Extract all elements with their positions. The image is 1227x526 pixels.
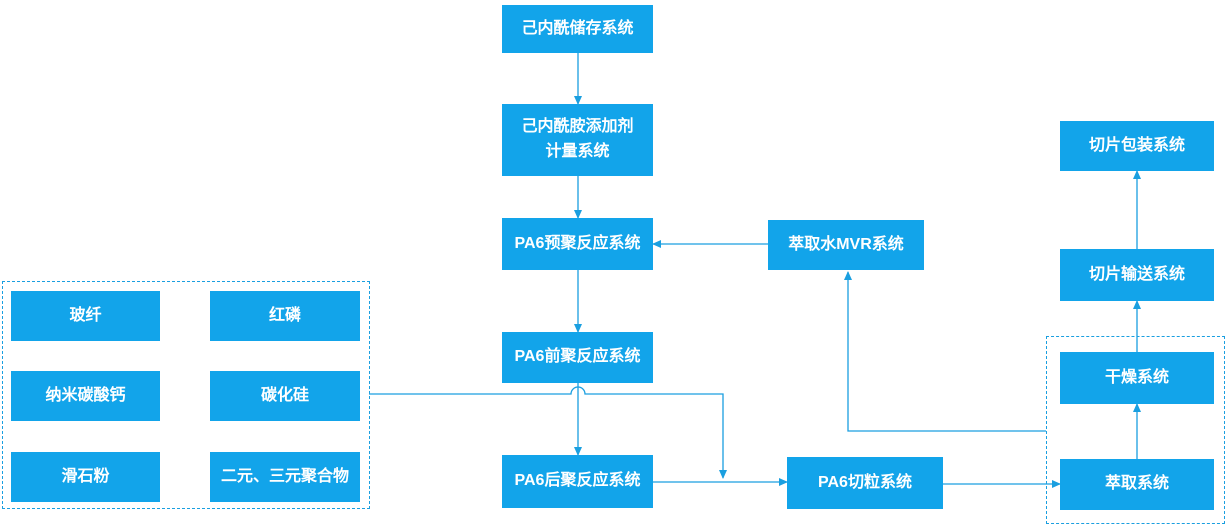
edge-extraction-group-to-mvr [844,271,1046,432]
node-glass-fiber: 玻纤 [11,291,160,341]
node-chip-conveying: 切片输送系统 [1060,249,1214,301]
node-pa6-front-poly: PA6前聚反应系统 [502,332,653,383]
node-silicon-carbide: 碳化硅 [210,371,360,421]
extraction-drying-group [1046,336,1225,524]
node-copolymer: 二元、三元聚合物 [210,452,360,502]
node-drying: 干燥系统 [1060,352,1214,404]
node-caprolactam-dosing: 己内酰胺添加剂计量系统 [502,104,653,176]
additives-group [2,281,370,509]
node-talc: 滑石粉 [11,452,160,502]
node-chip-packaging: 切片包装系统 [1060,121,1214,171]
node-pa6-prepoly: PA6预聚反应系统 [502,218,653,270]
edge-additives-to-junction [369,386,727,479]
node-mvr: 萃取水MVR系统 [768,220,924,270]
node-nano-caco3: 纳米碳酸钙 [11,371,160,421]
node-extraction: 萃取系统 [1060,459,1214,510]
node-red-phosphorus: 红磷 [210,291,360,341]
node-pa6-pelletizing: PA6切粒系统 [787,457,943,509]
node-caprolactam-storage: 己内酰储存系统 [502,5,653,53]
node-pa6-post-poly: PA6后聚反应系统 [502,455,653,508]
